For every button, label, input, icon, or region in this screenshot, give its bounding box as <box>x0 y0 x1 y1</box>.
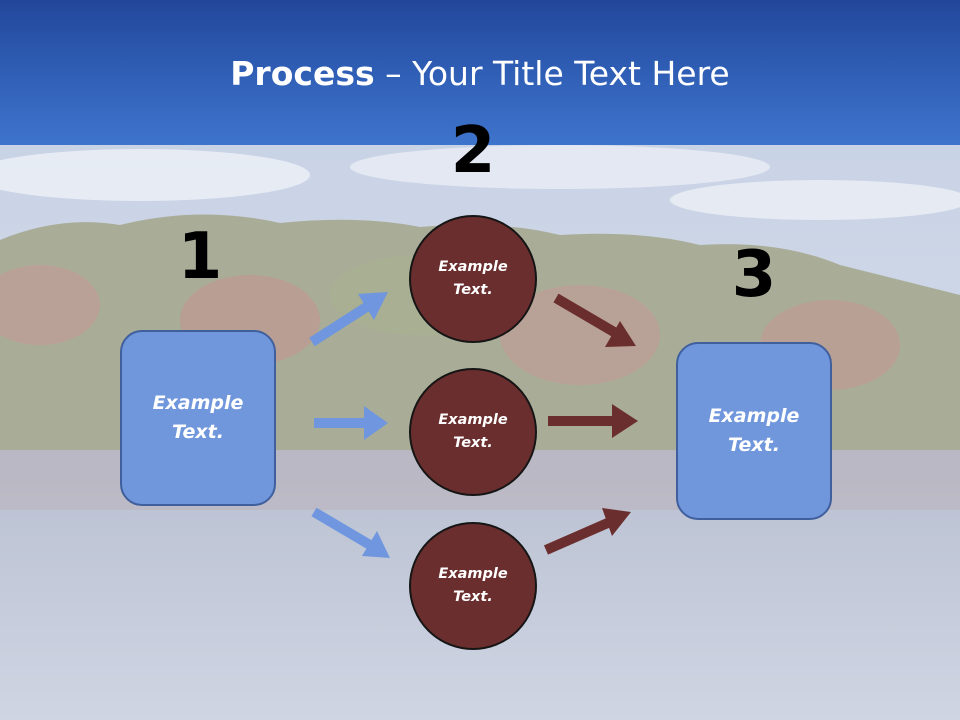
step-number-2: 2 <box>450 114 496 188</box>
circle-bottom-label: Example Text. <box>438 566 508 605</box>
arrow-right-red <box>548 404 638 438</box>
slide-title-bold: Process <box>230 54 375 93</box>
circle-middle-label: Example Text. <box>438 412 508 451</box>
step-number-3: 3 <box>731 238 777 312</box>
process-circle-middle[interactable]: Example Text. <box>409 368 537 496</box>
right-process-box[interactable]: Example Text. <box>676 342 832 520</box>
title-bar <box>0 0 960 145</box>
slide-title: Process – Your Title Text Here <box>0 52 960 96</box>
arrow-down-right-red <box>553 293 636 347</box>
left-process-box[interactable]: Example Text. <box>120 330 276 506</box>
slide-title-rest: – Your Title Text Here <box>374 54 730 93</box>
process-circle-top[interactable]: Example Text. <box>409 215 537 343</box>
arrow-up-right-blue <box>309 292 388 347</box>
arrow-down-right-blue <box>311 507 390 558</box>
circle-top-label: Example Text. <box>438 259 508 298</box>
right-box-label: Example Text. <box>708 405 800 456</box>
left-box-label: Example Text. <box>152 392 244 443</box>
arrow-right-blue <box>314 406 388 440</box>
step-number-1: 1 <box>177 220 223 294</box>
process-circle-bottom[interactable]: Example Text. <box>409 522 537 650</box>
arrow-up-right-red <box>543 508 631 555</box>
